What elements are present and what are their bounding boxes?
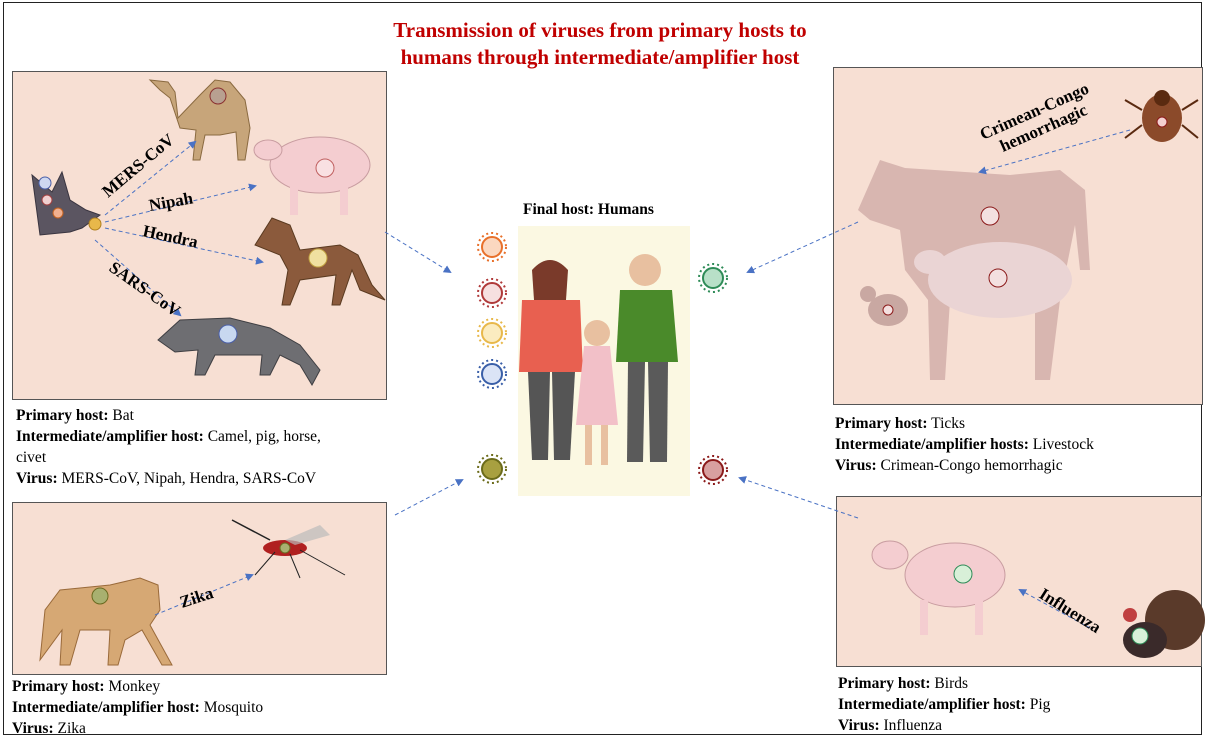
bat-inter-key: Intermediate/amplifier host: [16, 428, 204, 445]
monkey-info: Primary host: Monkey Intermediate/amplif… [12, 676, 402, 739]
bat-icon [32, 172, 101, 235]
ticks-inter-key: Intermediate/amplifier hosts: [835, 436, 1029, 453]
label-hendra: Hendra [141, 221, 200, 251]
mosquito-icon [232, 520, 345, 578]
label-influenza: Influenza [1036, 584, 1105, 637]
horse-icon [255, 218, 385, 305]
monkey-icon [40, 578, 172, 665]
monkey-virus-key: Virus: [12, 720, 54, 737]
bat-info: Primary host: Bat Intermediate/amplifier… [16, 405, 406, 489]
birds-info: Primary host: Birds Intermediate/amplifi… [838, 673, 1198, 736]
pig-icon [254, 137, 370, 215]
bat-inter-value: Camel, pig, horse, [204, 428, 321, 445]
turkey-icon [1123, 590, 1205, 658]
ticks-inter-value: Livestock [1029, 436, 1094, 453]
ticks-primary-value: Ticks [928, 415, 966, 432]
ticks-primary-key: Primary host: [835, 415, 928, 432]
ticks-virus-value: Crimean-Congo hemorrhagic [877, 457, 1063, 474]
monkey-primary-value: Monkey [105, 678, 161, 695]
bat-inter-value-2: civet [16, 449, 46, 466]
birds-virus-key: Virus: [838, 717, 880, 734]
label-zika: Zika [177, 583, 216, 612]
birds-primary-key: Primary host: [838, 675, 931, 692]
bat-virus-key: Virus: [16, 470, 58, 487]
piglet-icon [872, 541, 1005, 635]
birds-inter-key: Intermediate/amplifier host: [838, 696, 1026, 713]
virus-red-icon [478, 279, 506, 307]
virus-orange-icon [478, 233, 506, 261]
monkey-virus-value: Zika [54, 720, 86, 737]
label-sars: SARS-CoV [106, 258, 185, 321]
ticks-virus-key: Virus: [835, 457, 877, 474]
virus-olive-icon [478, 455, 506, 483]
label-nipah: Nipah [147, 188, 195, 215]
birds-inter-value: Pig [1026, 696, 1051, 713]
monkey-primary-key: Primary host: [12, 678, 105, 695]
civet-icon [158, 318, 320, 385]
bat-primary-value: Bat [109, 407, 134, 424]
monkey-inter-value: Mosquito [200, 699, 263, 716]
bat-virus-value: MERS-CoV, Nipah, Hendra, SARS-CoV [58, 470, 317, 487]
birds-virus-value: Influenza [880, 717, 942, 734]
birds-primary-value: Birds [931, 675, 968, 692]
bat-primary-key: Primary host: [16, 407, 109, 424]
virus-green-icon [699, 264, 727, 292]
tick-icon [1125, 90, 1198, 142]
chicken-icon [860, 286, 908, 326]
virus-maroon-icon [699, 456, 727, 484]
humans-family-icon [519, 254, 678, 465]
virus-yellow-icon [478, 319, 506, 347]
monkey-inter-key: Intermediate/amplifier host: [12, 699, 200, 716]
virus-blue-icon [478, 360, 506, 388]
ticks-info: Primary host: Ticks Intermediate/amplifi… [835, 413, 1195, 476]
